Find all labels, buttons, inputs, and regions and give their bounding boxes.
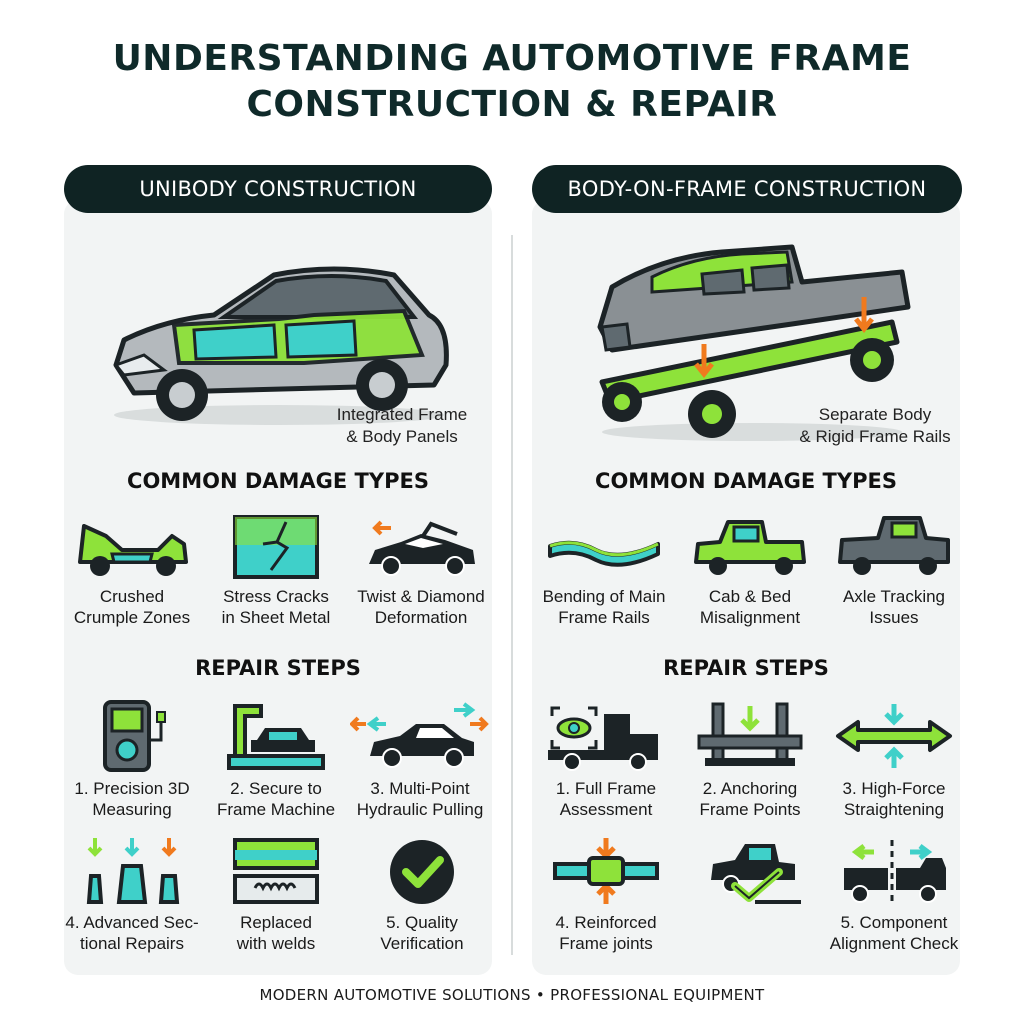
repair-step-alignment: 5. Component Alignment Check <box>824 836 964 954</box>
repair-step-measuring: 1. Precision 3D Measuring <box>62 700 202 820</box>
repair-label: 4. Reinforced Frame joints <box>555 913 657 953</box>
damage-item-crushed: Crushed Crumple Zones <box>62 514 202 628</box>
repair-label: 3. High-Force Straightening <box>842 779 946 819</box>
footer-text: MODERN AUTOMOTIVE SOLUTIONS • PROFESSION… <box>259 986 765 1004</box>
center-divider <box>511 235 513 955</box>
checkmark-icon <box>390 840 454 904</box>
body-on-frame-truck-icon <box>597 244 911 441</box>
cracked-panel-icon <box>233 515 319 579</box>
unibody-header: UNIBODY CONSTRUCTION <box>64 165 492 213</box>
damage-label: Cab & Bed Misalignment <box>699 587 801 627</box>
damage-item-axle: Axle Tracking Issues <box>824 514 964 628</box>
repair-step-assessment: 1. Full Frame Assessment <box>536 700 676 820</box>
assessment-truck-icon <box>548 706 658 771</box>
repair-step-pulling: 3. Multi-Point Hydraulic Pulling <box>350 700 490 820</box>
body-on-frame-header: BODY-ON-FRAME CONSTRUCTION <box>532 165 962 213</box>
unibody-car-icon <box>113 266 449 425</box>
repair-label: Replaced with welds <box>236 913 316 953</box>
repair-label: 5. Quality Verification <box>380 913 464 953</box>
damage-item-cracks: Stress Cracks in Sheet Metal <box>206 514 346 628</box>
repair-label: 2. Secure to Frame Machine <box>216 779 336 819</box>
repair-label: 1. Precision 3D Measuring <box>74 779 190 819</box>
anchoring-icon <box>697 702 803 766</box>
repair-step-straightening: 3. High-Force Straightening <box>824 700 964 820</box>
title-line-2: CONSTRUCTION & REPAIR <box>246 84 778 125</box>
repair-step-truck-check <box>680 836 820 912</box>
repair-step-welds: Replaced with welds <box>206 836 346 954</box>
repair-step-sectional: 4. Advanced Sec- tional Repairs <box>62 836 202 954</box>
frame-machine-icon <box>227 704 325 770</box>
unibody-hero-caption: Integrated Frame & Body Panels <box>336 405 468 446</box>
unibody-repair-title: REPAIR STEPS <box>195 656 361 680</box>
repair-label: 4. Advanced Sec- tional Repairs <box>65 913 199 953</box>
weld-icon <box>233 838 319 904</box>
repair-step-frame-machine: 2. Secure to Frame Machine <box>206 700 346 820</box>
title-line-1: UNDERSTANDING AUTOMOTIVE FRAME <box>112 38 912 79</box>
body-on-frame-repair-title: REPAIR STEPS <box>663 656 829 680</box>
repair-step-reinforced: 4. Reinforced Frame joints <box>536 836 676 954</box>
page-title: UNDERSTANDING AUTOMOTIVE FRAME CONSTRUCT… <box>0 36 1024 128</box>
damage-label: Crushed Crumple Zones <box>73 587 191 627</box>
truck-check-icon <box>711 844 801 904</box>
bent-rail-icon <box>548 540 660 567</box>
repair-step-anchoring: 2. Anchoring Frame Points <box>680 700 820 820</box>
cab-bed-truck-icon <box>694 520 806 575</box>
crushed-car-icon <box>78 524 188 576</box>
repair-label: 5. Component Alignment Check <box>829 913 959 953</box>
damage-label: Bending of Main Frame Rails <box>542 587 666 627</box>
damage-label: Twist & Diamond Deformation <box>357 587 485 627</box>
repair-label: 1. Full Frame Assessment <box>555 779 657 819</box>
damage-item-cab-bed: Cab & Bed Misalignment <box>680 514 820 628</box>
repair-label: 3. Multi-Point Hydraulic Pulling <box>356 779 484 819</box>
body-on-frame-damage-title: COMMON DAMAGE TYPES <box>595 469 897 493</box>
reinforced-joint-icon <box>553 838 659 904</box>
measuring-device-icon <box>103 700 166 772</box>
damage-item-twist: Twist & Diamond Deformation <box>351 514 491 628</box>
pulling-car-icon <box>350 702 489 768</box>
repair-label: 2. Anchoring Frame Points <box>699 779 801 819</box>
axle-truck-icon <box>838 516 950 575</box>
twisted-car-icon <box>369 520 475 576</box>
repair-step-verification: 5. Quality Verification <box>352 836 492 954</box>
alignment-check-icon <box>844 840 946 903</box>
sectional-repair-icon <box>86 838 180 904</box>
body-on-frame-hero-caption: Separate Body & Rigid Frame Rails <box>799 405 951 446</box>
unibody-damage-title: COMMON DAMAGE TYPES <box>127 469 429 493</box>
damage-item-bent-rails: Bending of Main Frame Rails <box>534 514 674 628</box>
damage-label: Axle Tracking Issues <box>842 587 946 627</box>
damage-label: Stress Cracks in Sheet Metal <box>221 587 331 627</box>
straightening-arrows-icon <box>836 704 952 768</box>
